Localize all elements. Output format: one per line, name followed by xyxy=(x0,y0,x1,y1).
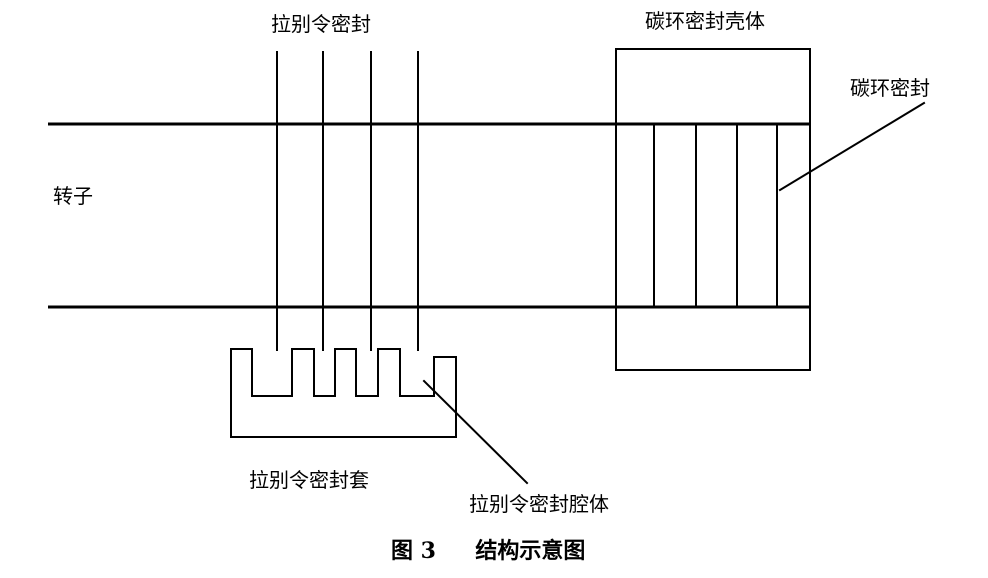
label-labyrinth-seal: 拉别令密封 xyxy=(271,12,371,36)
label-labyrinth-sleeve: 拉别令密封套 xyxy=(249,468,369,492)
cavity-leader-line xyxy=(422,379,529,485)
label-labyrinth-cavity: 拉别令密封腔体 xyxy=(469,492,609,516)
labyrinth-sleeve-outline xyxy=(230,348,457,438)
labyrinth-seal-teeth xyxy=(276,51,419,351)
label-rotor: 转子 xyxy=(53,184,93,208)
figure-number: 图 3 xyxy=(391,538,436,564)
figure-title: 结构示意图 xyxy=(475,538,586,564)
carbon-seal-leader-line xyxy=(778,101,926,192)
figure-caption: 图 3 结构示意图 xyxy=(391,540,585,562)
label-carbon-seal-housing: 碳环密封壳体 xyxy=(645,9,765,33)
label-carbon-seal: 碳环密封 xyxy=(850,76,930,100)
carbon-seal-rings xyxy=(653,123,778,308)
carbon-seal-housing xyxy=(615,48,811,371)
